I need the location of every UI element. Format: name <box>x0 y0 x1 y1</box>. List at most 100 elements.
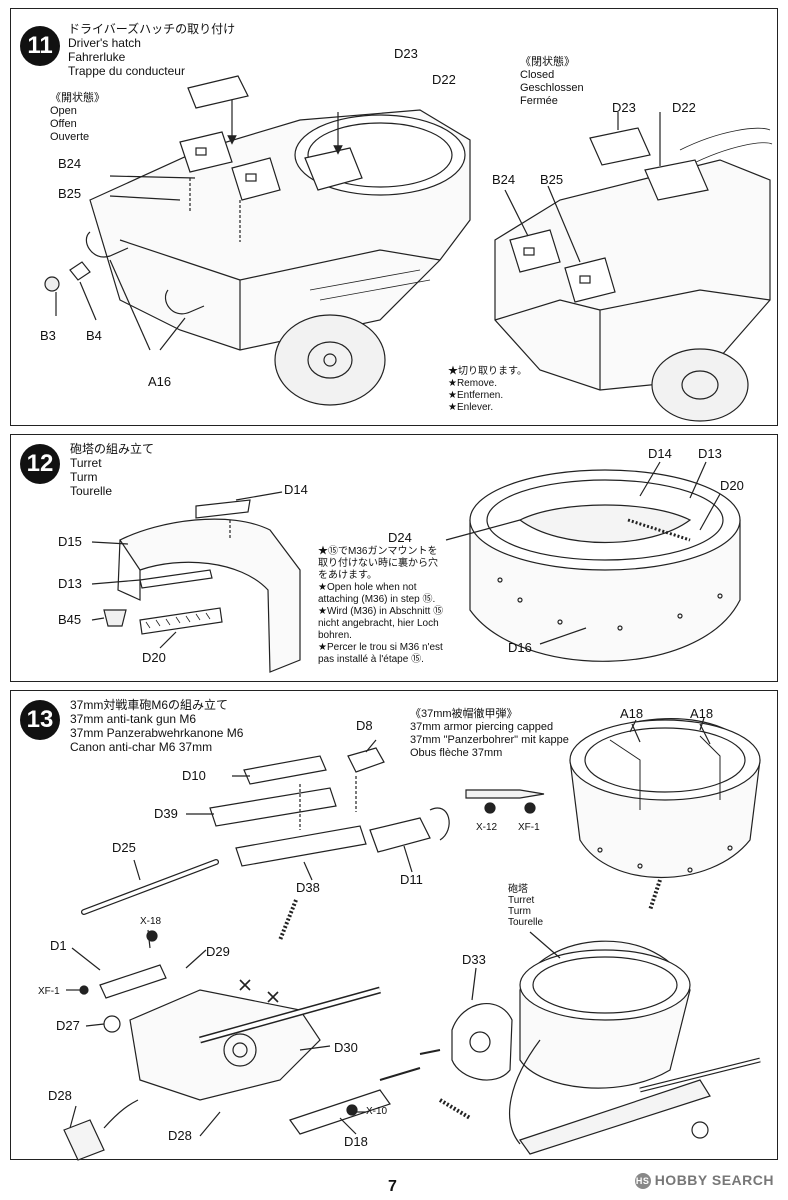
label-b24-closed: B24 <box>492 172 516 187</box>
open-state-fr: Ouverte <box>50 131 90 143</box>
label-d25: D25 <box>112 840 136 855</box>
hobby-search-logo-icon: HS <box>634 1173 651 1190</box>
label-d33: D33 <box>462 952 486 967</box>
step-11-title: ドライバーズハッチの取り付け Driver's hatch Fahrerluke… <box>68 22 235 78</box>
closed-state-de: Geschlossen <box>520 82 584 94</box>
label-d16: D16 <box>508 640 532 655</box>
step-11-title-en: Driver's hatch <box>68 36 141 50</box>
label-d23-closed: D23 <box>612 100 636 115</box>
label-d39: D39 <box>154 806 178 821</box>
label-d14-right: D14 <box>648 446 672 461</box>
label-d28-a: D28 <box>48 1088 72 1103</box>
step-12-title-de: Turm <box>70 470 98 484</box>
turret-caption-en: Turret <box>508 895 535 906</box>
closed-state-fr: Fermée <box>520 95 558 107</box>
label-a18-a: A18 <box>620 706 644 721</box>
turret-caption: 砲塔 Turret Turm Tourelle <box>508 884 543 928</box>
step-11-closed-state: 《閉状態》 Closed Geschlossen Fermée <box>520 56 584 108</box>
ammo-fr: Obus flèche 37mm <box>410 747 503 759</box>
label-x10: X-10 <box>366 1106 388 1117</box>
step-11-title-fr: Trappe du conducteur <box>68 64 185 78</box>
label-d23-open: D23 <box>394 46 418 61</box>
label-d15: D15 <box>58 534 82 549</box>
step-13-number: 13 <box>20 700 60 740</box>
label-a16: A16 <box>148 374 172 389</box>
step-12-note-en: ★Open hole when not attaching (M36) in s… <box>318 582 436 605</box>
open-state-de: Offen <box>50 118 77 130</box>
label-xf1-gun: XF-1 <box>38 986 60 997</box>
open-state-en: Open <box>50 105 77 117</box>
label-d29: D29 <box>206 944 230 959</box>
label-d14-left: D14 <box>284 482 308 497</box>
label-b45: B45 <box>58 612 82 627</box>
step-13-title-jp: 37mm対戦車砲M6の組み立て <box>70 698 229 712</box>
ammo-de: 37mm "Panzerbohrer" mit kappe <box>410 734 569 746</box>
step-13-title: 37mm対戦車砲M6の組み立て 37mm anti-tank gun M6 37… <box>70 698 243 754</box>
label-b25-open: B25 <box>58 186 82 201</box>
label-d1: D1 <box>50 938 67 953</box>
label-d28-b: D28 <box>168 1128 192 1143</box>
label-b3: B3 <box>40 328 56 343</box>
label-d20-right: D20 <box>720 478 744 493</box>
label-d13-right: D13 <box>698 446 722 461</box>
label-d30: D30 <box>334 1040 358 1055</box>
step-12-note-fr: ★Percer le trou si M36 n'est pas install… <box>318 642 443 665</box>
turret-caption-jp: 砲塔 <box>508 884 528 895</box>
label-d27: D27 <box>56 1018 80 1033</box>
remove-note-de: ★Entfernen. <box>448 390 504 401</box>
label-x18: X-18 <box>140 916 162 927</box>
label-a18-b: A18 <box>690 706 714 721</box>
label-b4: B4 <box>86 328 102 343</box>
ammo-label-x12: X-12 <box>476 822 498 833</box>
label-d22-closed: D22 <box>672 100 696 115</box>
step-13-title-en: 37mm anti-tank gun M6 <box>70 712 197 726</box>
label-b24-open: B24 <box>58 156 82 171</box>
step-12-note-jp: ★⑮でM36ガンマウントを取り付けない時に裏から穴をあけます。 <box>318 546 438 581</box>
label-b25-closed: B25 <box>540 172 564 187</box>
closed-state-jp: 《閉状態》 <box>520 56 575 68</box>
label-d10: D10 <box>182 768 206 783</box>
remove-note-jp: ★切り取ります。 <box>448 366 527 377</box>
open-state-jp: 《開状態》 <box>50 92 105 104</box>
label-d38: D38 <box>296 880 320 895</box>
step-11-title-jp: ドライバーズハッチの取り付け <box>68 22 236 36</box>
label-d18: D18 <box>344 1134 368 1149</box>
label-d8: D8 <box>356 718 373 733</box>
step-13-title-fr: Canon anti-char M6 37mm <box>70 740 213 754</box>
watermark-text: HOBBY SEARCH <box>654 1172 774 1188</box>
turret-caption-de: Turm <box>508 906 531 917</box>
label-d13-left: D13 <box>58 576 82 591</box>
step-12-title-fr: Tourelle <box>70 484 113 498</box>
step-11-number: 11 <box>20 26 60 66</box>
step-11-open-state: 《開状態》 Open Offen Ouverte <box>50 92 105 144</box>
closed-state-en: Closed <box>520 69 555 81</box>
step-12-title: 砲塔の組み立て Turret Turm Tourelle <box>70 442 154 498</box>
label-d20-left: D20 <box>142 650 166 665</box>
label-d24: D24 <box>388 530 412 545</box>
turret-caption-fr: Tourelle <box>508 917 544 928</box>
step-12-note-de: ★Wird (M36) in Abschnitt ⑮ nicht angebra… <box>318 606 444 641</box>
ammo-en: 37mm armor piercing capped <box>410 721 554 733</box>
remove-note-en: ★Remove. <box>448 378 497 389</box>
step-12-number: 12 <box>20 444 60 484</box>
step-12-title-en: Turret <box>70 456 102 470</box>
step-12-notes: ★⑮でM36ガンマウントを取り付けない時に裏から穴をあけます。 ★Open ho… <box>318 546 446 666</box>
ammo-jp: 《37mm被帽徹甲弾》 <box>410 708 518 720</box>
ammo-label-xf1: XF-1 <box>518 822 540 833</box>
label-d22-open: D22 <box>432 72 456 87</box>
step-11-title-de: Fahrerluke <box>68 50 126 64</box>
remove-note: ★切り取ります。 ★Remove. ★Entfernen. ★Enlever. <box>448 366 527 414</box>
page-number: 7 <box>388 1178 397 1195</box>
step-13-title-de: 37mm Panzerabwehrkanone M6 <box>70 726 244 740</box>
label-d11: D11 <box>400 872 423 887</box>
remove-note-fr: ★Enlever. <box>448 402 494 413</box>
ammo-caption: 《37mm被帽徹甲弾》 37mm armor piercing capped 3… <box>410 708 569 760</box>
step-12-title-jp: 砲塔の組み立て <box>70 442 155 456</box>
